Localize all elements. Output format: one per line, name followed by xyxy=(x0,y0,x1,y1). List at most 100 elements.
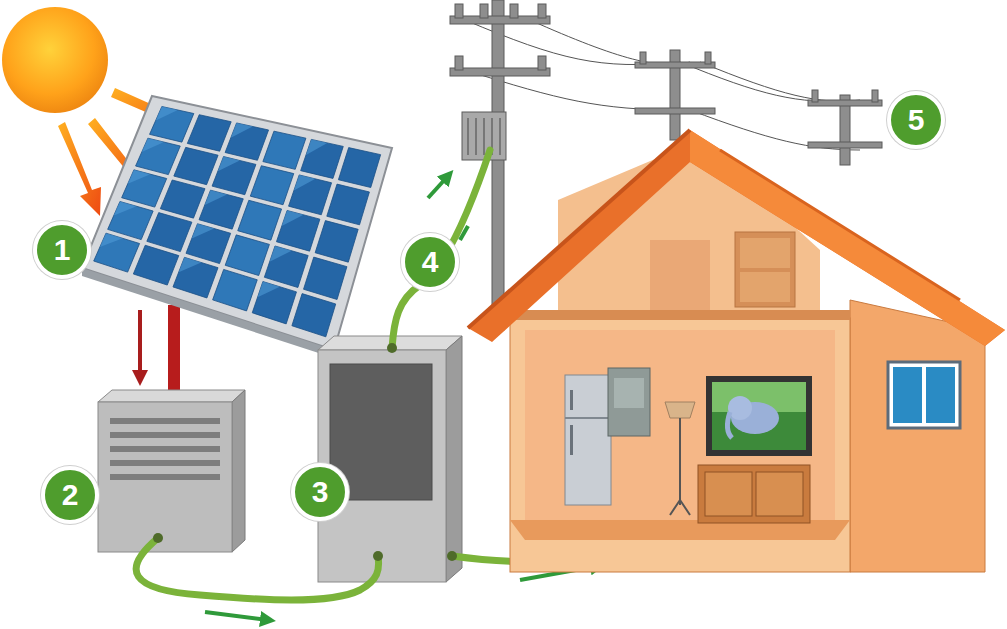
cable-ends-part xyxy=(387,343,397,353)
house-part xyxy=(720,150,960,300)
house-part xyxy=(893,367,922,423)
cable-ends-part xyxy=(373,551,383,561)
electric-panel-part xyxy=(608,368,650,436)
inverter-box-part-part xyxy=(110,432,220,438)
floor-lamp-part xyxy=(670,500,690,515)
house-part xyxy=(468,130,690,328)
solar-panel-part xyxy=(264,246,308,288)
floor-lamp-part xyxy=(679,418,681,505)
solar-panel-part xyxy=(301,139,344,178)
house-part xyxy=(468,130,1005,346)
house-part xyxy=(735,232,795,307)
sun-rays-part xyxy=(58,122,101,216)
electric-panel xyxy=(608,368,650,436)
transformer-part xyxy=(468,118,500,155)
flow-arrows-part xyxy=(205,612,268,620)
television xyxy=(706,376,812,456)
house xyxy=(468,130,1005,572)
callout-number: 2 xyxy=(41,466,99,524)
utility-pole-part xyxy=(635,62,715,68)
sun-part xyxy=(2,7,108,113)
solar-panel-part xyxy=(100,233,123,247)
utility-pole-part xyxy=(492,0,504,330)
house-part xyxy=(650,240,710,318)
electric-panel-part xyxy=(614,378,644,408)
solar-panel-part xyxy=(187,115,231,151)
utility-pole-part xyxy=(808,100,882,106)
solar-panel-part xyxy=(114,201,137,215)
solar-panel-part xyxy=(94,233,140,272)
transformer xyxy=(462,112,506,160)
utility-pole-part xyxy=(455,4,463,18)
solar-panel-part xyxy=(122,170,167,207)
house-part xyxy=(888,362,960,428)
inverter-box-part xyxy=(98,402,232,552)
solar-panel-part xyxy=(199,190,243,229)
solar-panel-part xyxy=(282,210,304,226)
solar-panel xyxy=(82,96,392,358)
inverter-box-part xyxy=(98,390,245,402)
utility-pole-part xyxy=(812,90,818,102)
callout-number: 4 xyxy=(401,233,459,291)
utility-pole-part xyxy=(808,142,882,148)
solar-panel-part xyxy=(128,170,151,184)
transformer-part xyxy=(462,112,506,160)
solar-panel-part xyxy=(179,257,202,272)
solar-panel-part xyxy=(205,190,227,205)
refrigerator xyxy=(565,375,611,505)
solar-panel-part xyxy=(225,235,269,276)
solar-panel-part xyxy=(186,224,231,264)
solar-panel-part xyxy=(174,147,218,184)
dc-arrow-part xyxy=(138,310,142,378)
solar-panel-part xyxy=(276,210,319,251)
solar-panel-part xyxy=(306,139,327,155)
solar-panel-part xyxy=(327,184,370,225)
solar-panel-part xyxy=(258,282,280,298)
solar-panel-part xyxy=(304,257,347,299)
solar-panel-part xyxy=(294,175,316,191)
utility-pole-part xyxy=(510,4,518,18)
solar-panel-part xyxy=(150,106,194,142)
refrigerator-part xyxy=(565,417,611,419)
cabinet-part xyxy=(705,472,752,516)
meter-box-part xyxy=(446,336,462,582)
utility-pole-part xyxy=(705,52,711,64)
meter-box xyxy=(318,336,462,582)
cabinet-part xyxy=(756,472,803,516)
solar-panel-part xyxy=(133,245,178,285)
utility-pole-part xyxy=(450,16,550,24)
solar-panel-part xyxy=(192,224,214,239)
solar-panel-part xyxy=(231,123,253,138)
solar-panel-part xyxy=(289,175,332,215)
television-part xyxy=(706,376,812,456)
utility-pole-part xyxy=(538,4,546,18)
cable-ends xyxy=(153,343,457,561)
solar-panel-part xyxy=(173,257,218,298)
solar-panel-part xyxy=(82,96,392,350)
cabinet xyxy=(698,465,810,523)
solar-panel-part xyxy=(250,166,293,205)
refrigerator-part xyxy=(565,375,611,505)
cable-ends-part xyxy=(153,533,163,543)
house-part xyxy=(740,272,790,302)
inverter-box-part xyxy=(232,390,245,552)
green-cables-part xyxy=(136,538,378,600)
house-part xyxy=(850,300,985,572)
solar-panel-part xyxy=(218,157,240,172)
solar-panel-part xyxy=(338,148,380,188)
solar-panel-part xyxy=(213,269,258,310)
solar-panel-part xyxy=(108,201,153,239)
television-part xyxy=(712,382,806,450)
utility-pole-part xyxy=(640,52,646,64)
callout-number: 5 xyxy=(887,91,945,149)
house-part xyxy=(690,130,1005,346)
power-lines xyxy=(465,20,860,150)
inverter-box-part xyxy=(110,418,220,480)
inverter-box xyxy=(98,390,245,552)
power-lines-part xyxy=(465,20,860,150)
inverter-box-part-part xyxy=(110,474,220,480)
refrigerator-part xyxy=(570,425,573,455)
solar-panel-part xyxy=(212,157,256,195)
solar-panel-part xyxy=(160,180,205,218)
